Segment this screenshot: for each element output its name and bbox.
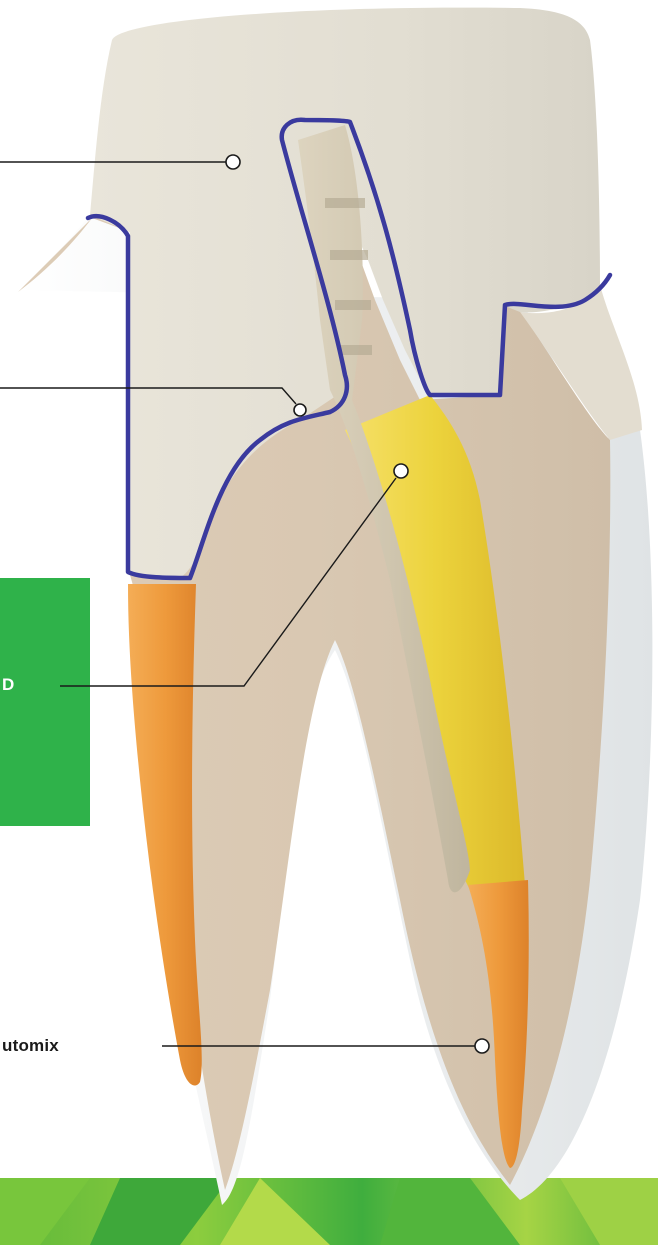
green-panel-label: D — [2, 675, 14, 695]
gutta-percha-left-canal — [128, 584, 202, 1086]
green-label-panel — [0, 578, 90, 826]
automix-label: utomix — [2, 1036, 59, 1056]
bottom-green-band — [0, 1178, 658, 1245]
